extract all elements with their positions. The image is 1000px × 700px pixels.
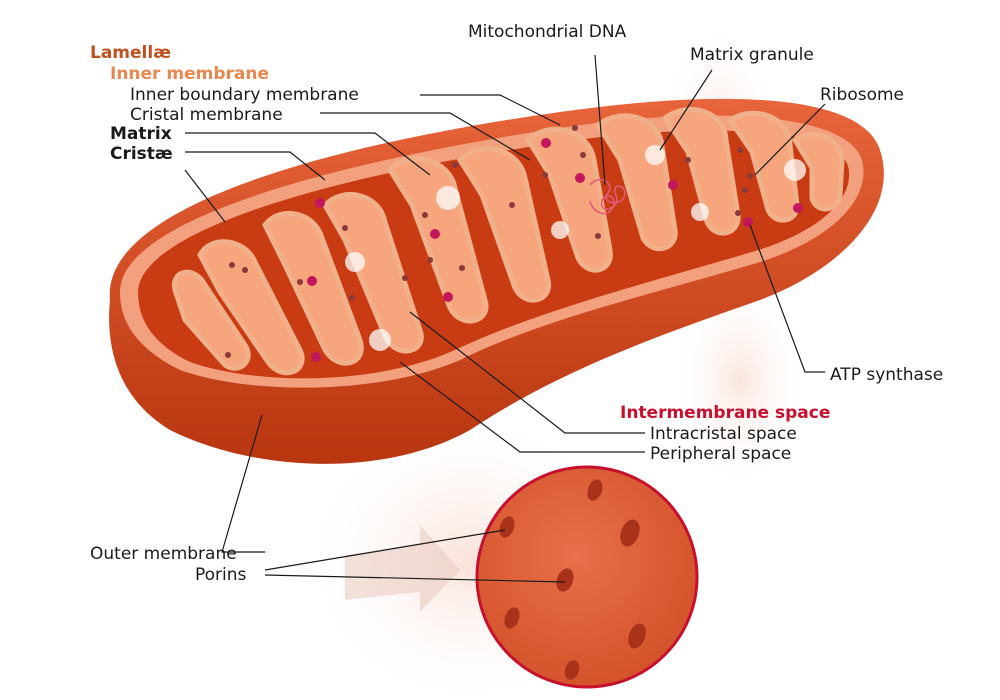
ribosomes — [225, 125, 753, 358]
label-matrix: Matrix — [110, 124, 172, 144]
label-intermembrane-space: Intermembrane space — [620, 403, 830, 423]
label-porins: Porins — [195, 565, 247, 585]
label-peripheral-space: Peripheral space — [650, 444, 791, 464]
zoom-arrow — [345, 525, 460, 612]
cristae — [171, 107, 845, 376]
porin-detail-circle — [475, 465, 699, 689]
matrix-granules — [345, 145, 806, 351]
mitochondrion-body — [109, 98, 884, 464]
label-lamellae: Lamellæ — [90, 43, 171, 63]
label-intracristal-space: Intracristal space — [650, 424, 797, 444]
label-cristae: Cristæ — [110, 144, 173, 164]
labels: Lamellæ Inner membrane Inner boundary me… — [90, 22, 943, 585]
atp-synthase-particles — [307, 138, 803, 362]
label-atp-synthase: ATP synthase — [830, 365, 943, 385]
label-matrix-granule: Matrix granule — [690, 45, 814, 65]
label-inner-membrane: Inner membrane — [110, 64, 269, 84]
porins-shapes — [499, 479, 646, 680]
label-cristal-membrane: Cristal membrane — [130, 105, 283, 125]
leader-lines — [184, 54, 826, 583]
label-inner-boundary-membrane: Inner boundary membrane — [130, 85, 359, 105]
label-ribosome: Ribosome — [820, 85, 904, 105]
outer-membrane-zoom — [475, 465, 699, 689]
label-mitochondrial-dna: Mitochondrial DNA — [468, 22, 627, 42]
mitochondrial-dna-strand — [589, 178, 626, 215]
label-outer-membrane: Outer membrane — [90, 544, 237, 564]
